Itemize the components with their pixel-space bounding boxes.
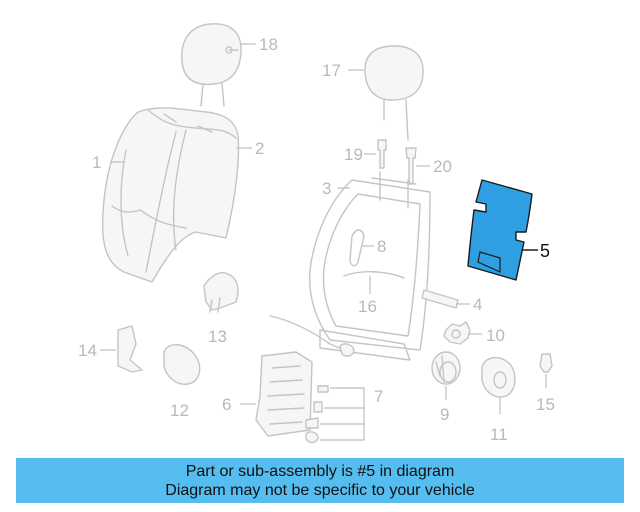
cover-11: [481, 357, 516, 398]
info-banner: Part or sub-assembly is #5 in diagram Di…: [16, 458, 624, 503]
fasteners-7: [305, 385, 365, 444]
bracket-13: [203, 272, 239, 313]
back-panel-5: [467, 179, 533, 281]
callout-17: 17: [322, 61, 341, 80]
guide-20: [405, 147, 417, 185]
seat-frame-3: [308, 171, 431, 361]
clip-14: [117, 325, 143, 373]
gear-10: [443, 321, 471, 345]
rod-4: [421, 289, 459, 309]
callout-20: 20: [433, 157, 452, 176]
callout-4: 4: [473, 295, 482, 314]
cover-12: [163, 344, 201, 385]
pin-15: [539, 353, 553, 373]
callout-12: 12: [170, 401, 189, 420]
callout-9: 9: [440, 405, 449, 424]
headrest-18: [181, 23, 242, 107]
banner-line-2: Diagram may not be specific to your vehi…: [165, 481, 475, 499]
callout-1: 1: [92, 153, 101, 172]
callout-6: 6: [222, 395, 231, 414]
guide-19: [377, 139, 387, 169]
callout-2: 2: [255, 139, 264, 158]
knob-9: [431, 351, 461, 385]
spring-16: [343, 271, 405, 279]
seat-back-cover: [101, 107, 240, 283]
headrest-17: [364, 45, 424, 141]
lever-8: [349, 229, 365, 267]
banner-line-1: Part or sub-assembly is #5 in diagram: [185, 462, 455, 480]
callout-19: 19: [344, 145, 363, 164]
callout-11: 11: [490, 425, 508, 444]
callout-3: 3: [322, 179, 331, 198]
callout-15: 15: [536, 395, 555, 414]
callout-10: 10: [486, 326, 505, 345]
callout-5: 5: [540, 241, 550, 261]
callout-7: 7: [374, 387, 383, 406]
callout-16: 16: [358, 297, 377, 316]
callout-13: 13: [208, 327, 227, 346]
recliner-6: [255, 315, 355, 437]
callout-8: 8: [377, 237, 386, 256]
callout-14: 14: [78, 341, 97, 360]
callout-18: 18: [259, 35, 278, 54]
